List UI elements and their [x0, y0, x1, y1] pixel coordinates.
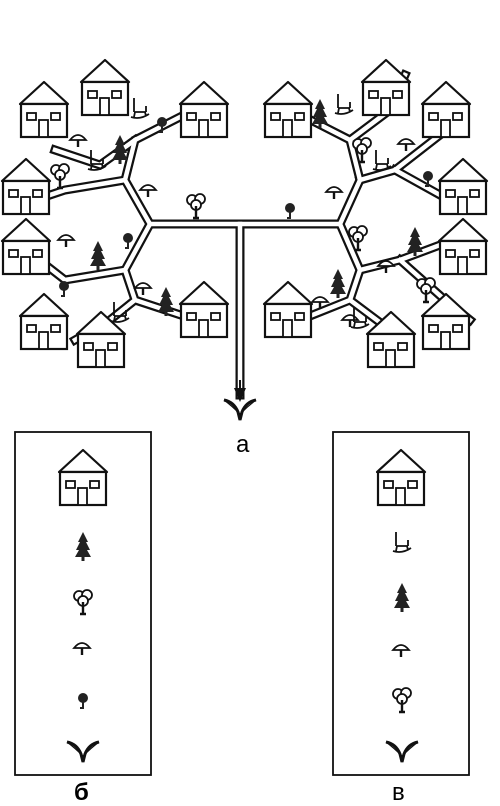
- house-icon: [0, 217, 52, 276]
- house-icon: [178, 280, 230, 339]
- house-icon: [0, 157, 52, 216]
- house-icon: [262, 80, 314, 139]
- house-icon: [18, 292, 70, 351]
- bush-icon: [284, 202, 296, 219]
- bush-icon: [58, 280, 70, 297]
- chair-icon: [130, 97, 150, 119]
- panel-c: [332, 431, 470, 776]
- mushroom-icon: [396, 137, 416, 153]
- chair-icon: [372, 149, 392, 171]
- panel-b: [14, 431, 152, 776]
- mushroom-icon: [340, 313, 360, 329]
- house-icon: [437, 157, 489, 216]
- mushroom-icon: [324, 185, 344, 201]
- deciduous-tree-icon: [49, 162, 71, 190]
- fir-tree-icon: [90, 241, 106, 270]
- house-icon: [18, 80, 70, 139]
- house-icon: [420, 80, 472, 139]
- fir-tree-icon: [158, 287, 174, 316]
- chair-icon: [334, 93, 354, 115]
- drain-outlet-icon: [222, 398, 258, 422]
- house-icon: [75, 310, 127, 369]
- house-icon: [79, 58, 131, 117]
- label-a: а: [236, 431, 250, 458]
- bush-icon: [122, 232, 134, 249]
- house-icon: [262, 280, 314, 339]
- house-icon: [420, 292, 472, 351]
- label-c: в: [392, 779, 405, 806]
- mushroom-icon: [138, 183, 158, 199]
- fir-tree-icon: [407, 227, 423, 256]
- mushroom-icon: [56, 233, 76, 249]
- main-outlet: [222, 380, 258, 422]
- mushroom-icon: [68, 133, 88, 149]
- label-b: б: [74, 779, 89, 806]
- house-icon: [360, 58, 412, 117]
- house-icon: [178, 80, 230, 139]
- fir-tree-icon: [330, 269, 346, 298]
- house-icon: [437, 217, 489, 276]
- deciduous-tree-icon: [185, 192, 207, 220]
- fir-tree-icon: [312, 99, 328, 128]
